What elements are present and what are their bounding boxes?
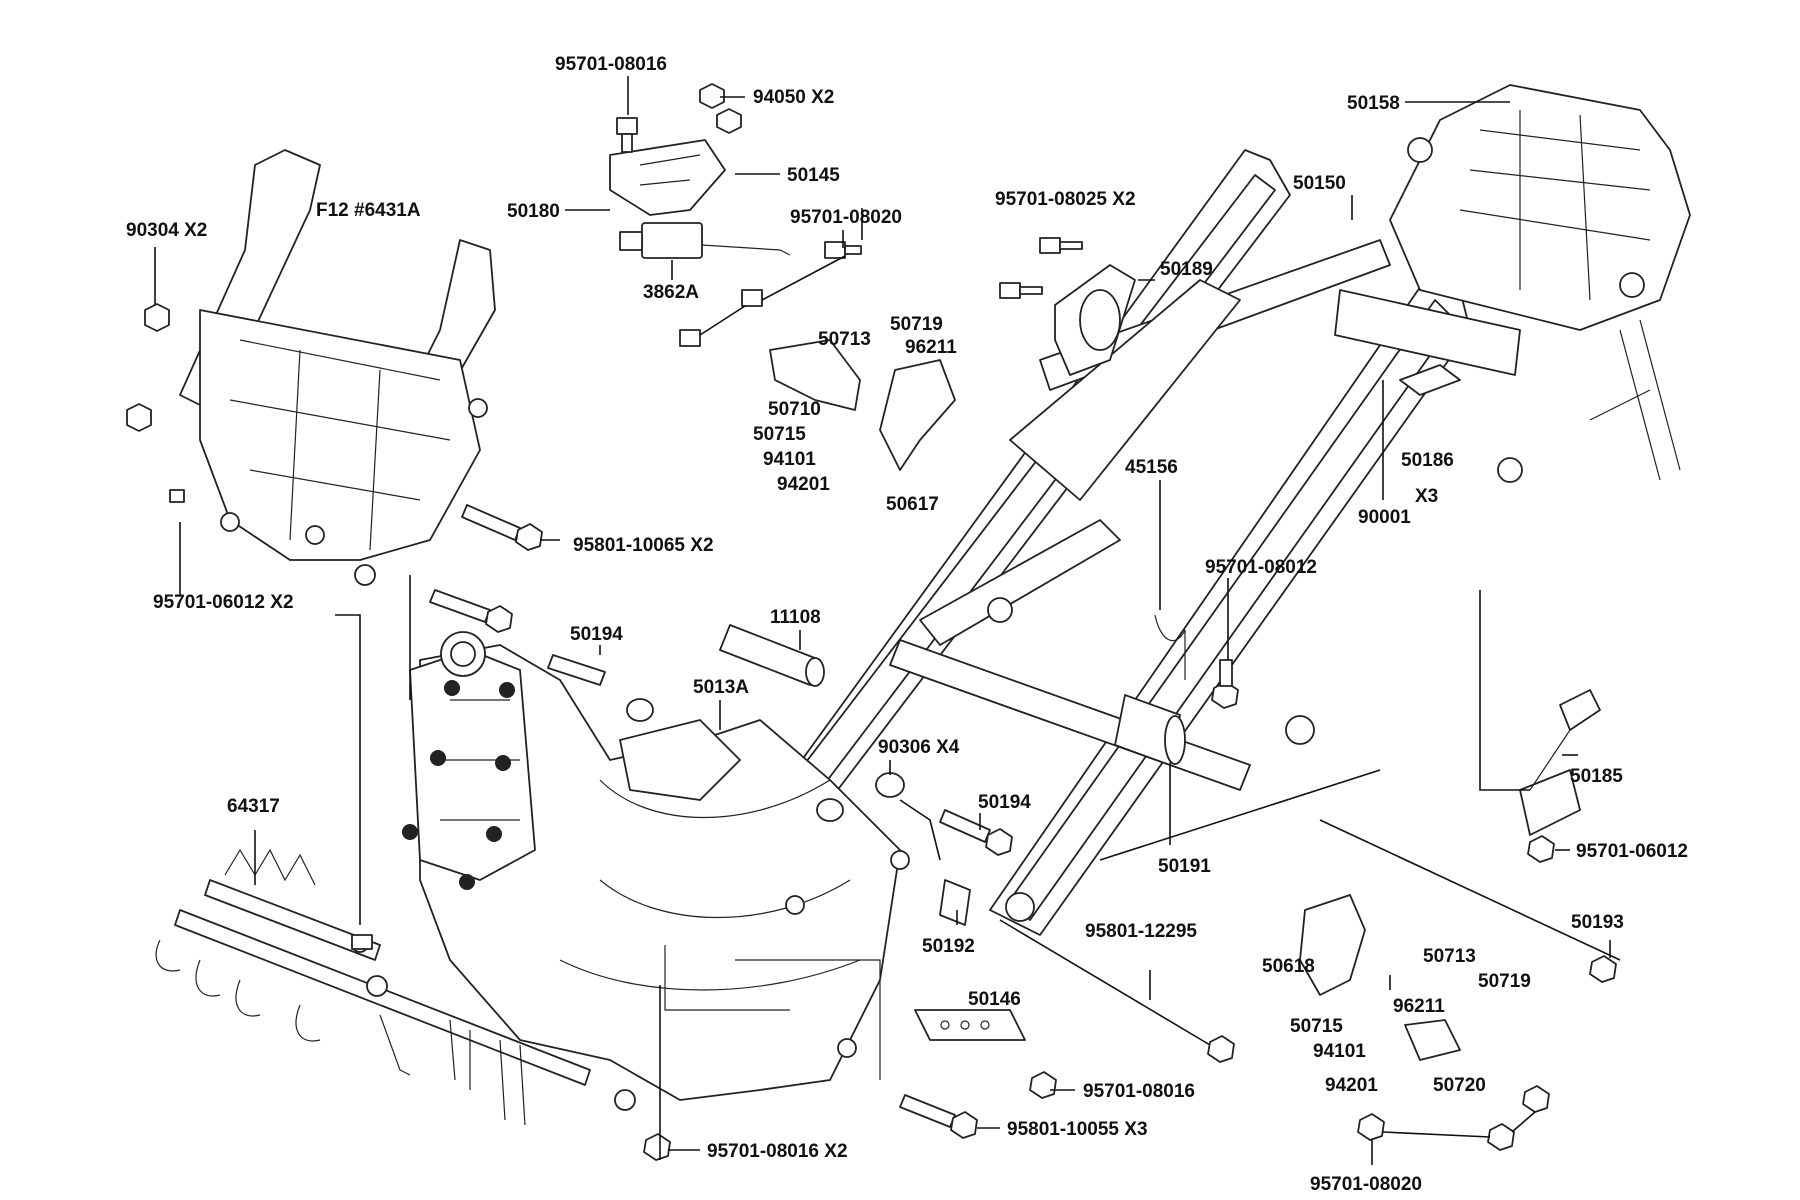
- label-50715-bot: 50715: [1290, 1016, 1343, 1037]
- label-96211-top: 96211: [905, 337, 957, 358]
- label-50194-a: 50194: [570, 624, 623, 645]
- label-50719-top: 50719: [890, 314, 943, 335]
- label-50617: 50617: [886, 494, 939, 515]
- label-94050: 94050 X2: [753, 87, 834, 108]
- label-50158: 50158: [1347, 93, 1400, 114]
- leader-lines: [154, 76, 1611, 1165]
- label-95801-12295: 95801-12295: [1085, 921, 1197, 942]
- label-50710: 50710: [768, 399, 821, 420]
- label-50193: 50193: [1571, 912, 1624, 933]
- label-50146: 50146: [968, 989, 1021, 1010]
- label-50185: 50185: [1570, 766, 1623, 787]
- label-95701-08016-mid: 95701-08016: [1083, 1081, 1195, 1102]
- label-50713-bot: 50713: [1423, 946, 1476, 967]
- label-50720: 50720: [1433, 1075, 1486, 1096]
- label-11108: 11108: [770, 607, 821, 628]
- label-90306: 90306 X4: [878, 737, 960, 758]
- label-95701-08016-top: 95701-08016: [555, 54, 667, 75]
- label-94101-bot: 94101: [1313, 1041, 1366, 1062]
- label-94201-bot: 94201: [1325, 1075, 1378, 1096]
- label-5013A: 5013A: [693, 677, 749, 698]
- front-stay-drawing: [179, 149, 496, 586]
- label-95801-10065: 95801-10065 X2: [573, 535, 714, 556]
- label-95701-08016-x2: 95701-08016 X2: [707, 1141, 848, 1162]
- label-50618: 50618: [1262, 956, 1315, 977]
- label-95701-06012-x2: 95701-06012 X2: [153, 592, 294, 613]
- label-50194-b: 50194: [978, 792, 1031, 813]
- label-95701-08020-bot: 95701-08020: [1310, 1174, 1422, 1195]
- label-3862A: 3862A: [643, 282, 699, 303]
- label-96211-bot: 96211: [1393, 996, 1445, 1017]
- label-64317: 64317: [227, 796, 280, 817]
- label-50150: 50150: [1293, 173, 1346, 194]
- label-50191: 50191: [1158, 856, 1211, 877]
- label-50713-top: 50713: [818, 329, 871, 350]
- label-50186: 50186: [1401, 450, 1454, 471]
- label-50192: 50192: [922, 936, 975, 957]
- label-50145: 50145: [787, 165, 840, 186]
- label-50715-top: 50715: [753, 424, 806, 445]
- label-90304: 90304 X2: [126, 220, 207, 241]
- center-frame-drawing: [402, 631, 910, 1111]
- label-95701-08012: 95701-08012: [1205, 557, 1317, 578]
- label-X3: X3: [1415, 486, 1438, 507]
- label-45156: 45156: [1125, 457, 1178, 478]
- footrest-bar-drawing: [155, 848, 591, 1126]
- label-95801-10055: 95801-10055 X3: [1007, 1119, 1148, 1140]
- label-94101-top: 94101: [763, 449, 816, 470]
- label-94201-top: 94201: [777, 474, 830, 495]
- label-50189: 50189: [1160, 259, 1213, 280]
- fasteners-drawing: [126, 83, 1621, 1161]
- label-F12-6431A: F12 #6431A: [316, 200, 421, 221]
- part-labels: 95701-08016 94050 X2 50145 50180 95701-0…: [126, 54, 1688, 1195]
- main-frame-drawing: [776, 84, 1691, 936]
- label-90001: 90001: [1358, 507, 1411, 528]
- label-95701-08020-top: 95701-08020: [790, 207, 902, 228]
- label-50719-bot: 50719: [1478, 971, 1531, 992]
- label-50180: 50180: [507, 201, 560, 222]
- label-95701-06012: 95701-06012: [1576, 841, 1688, 862]
- label-95701-08025: 95701-08025 X2: [995, 189, 1136, 210]
